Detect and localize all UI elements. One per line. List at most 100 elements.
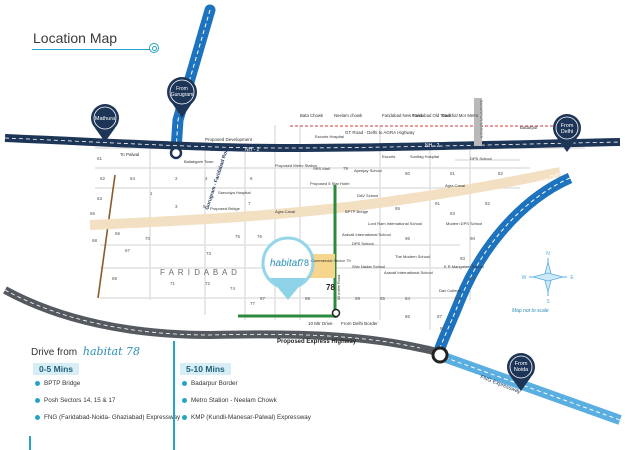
- svg-text:71: 71: [170, 281, 176, 286]
- svg-text:82: 82: [498, 171, 504, 176]
- svg-text:61: 61: [97, 156, 103, 161]
- drive-from-label: Drive from: [31, 347, 78, 358]
- place-modern-school: The Modern School: [395, 254, 430, 259]
- place-escorts: Escorts: [382, 154, 395, 159]
- place-aravali-bottom: Aravali International School: [384, 270, 433, 275]
- nh2-highway[interactable]: [4, 134, 621, 153]
- svg-text:From: From: [176, 86, 188, 92]
- habitat-78-pin[interactable]: habitat 78: [261, 236, 315, 300]
- place-dps-mid: DPS School: [352, 241, 374, 246]
- pin-mathura-label: Mathura: [95, 116, 116, 122]
- from-delhi-border-label: From Delhi Border: [341, 321, 378, 326]
- express-highway-label: Proposed Express Highway: [277, 339, 357, 345]
- svg-text:68: 68: [92, 238, 98, 243]
- svg-text:Noida: Noida: [514, 367, 529, 373]
- pin-from-gurugram[interactable]: From Gurugram: [167, 77, 197, 118]
- svg-text:5: 5: [203, 204, 206, 209]
- target-icon: [149, 43, 159, 53]
- place-kr-mangalam: K R Mangalam School: [444, 264, 484, 269]
- svg-text:4: 4: [205, 176, 208, 181]
- place-dps-top: DPS School: [470, 156, 492, 161]
- svg-text:From: From: [515, 361, 528, 367]
- svg-text:E: E: [570, 275, 574, 281]
- svg-text:88: 88: [455, 296, 461, 301]
- place-5-star-hotel: Proposed 5 Star Hotel: [310, 181, 349, 186]
- place-bptp-bridge: BPTP Bridge: [345, 209, 369, 214]
- svg-text:N: N: [546, 251, 550, 257]
- metro-badkhal-mor: Badkhal Mor Metro: [442, 113, 479, 118]
- place-aravali-top: Aravali International School: [342, 232, 391, 237]
- svg-text:99: 99: [355, 296, 361, 301]
- sector-numbers: 61 62 63 64 65 66 67 68 69 70 71 72 73 7…: [90, 156, 504, 331]
- place-commercial-sector: Commercial Sector 79: [311, 258, 351, 263]
- metro-bata-chowk: Bata Chowk: [300, 113, 324, 118]
- svg-text:64: 64: [130, 176, 136, 181]
- habitat-brand-number: 78: [299, 258, 309, 268]
- drive-from-heading: Drive from habitat 78: [31, 345, 140, 358]
- proposed-express-highway[interactable]: [3, 286, 446, 359]
- legend-item-bptp: BPTP Bridge: [34, 380, 81, 387]
- svg-text:93: 93: [460, 256, 466, 261]
- svg-text:98: 98: [305, 296, 311, 301]
- svg-text:6: 6: [250, 176, 253, 181]
- svg-text:69: 69: [112, 276, 118, 281]
- svg-text:97: 97: [260, 296, 266, 301]
- svg-text:91: 91: [435, 201, 441, 206]
- svg-text:66: 66: [115, 231, 121, 236]
- metro-faridabad-old-town: Faridabad Old Town: [412, 113, 451, 118]
- svg-text:81: 81: [450, 171, 456, 176]
- svg-text:76: 76: [257, 234, 263, 239]
- svg-text:1: 1: [150, 191, 153, 196]
- svg-text:62: 62: [100, 176, 106, 181]
- pin-mathura[interactable]: Mathura: [91, 104, 119, 142]
- scale-note: Map not to scale: [512, 308, 549, 314]
- place-apeejay: Apeejay School: [354, 168, 382, 173]
- city-label: F A R I D A B A D: [160, 268, 238, 277]
- svg-text:90: 90: [470, 236, 476, 241]
- pin-from-delhi-top[interactable]: From Delhi: [553, 114, 581, 152]
- svg-text:Delhi: Delhi: [561, 129, 574, 135]
- place-metro-station: Proposed Metro Station: [275, 163, 317, 168]
- badarpur-border-marker: [474, 98, 482, 146]
- svg-text:75: 75: [235, 234, 241, 239]
- svg-text:W: W: [522, 275, 527, 281]
- legend-item-fng: FNG (Faridabad-Noida- Ghaziabad) Express…: [34, 414, 181, 421]
- svg-text:70: 70: [145, 236, 151, 241]
- badarpur-border-label: BADARPUR BORDER: [479, 100, 483, 139]
- place-srs-mall: SRS Mall: [313, 166, 330, 171]
- place-sunflag: Sunflag Hospital: [410, 154, 439, 159]
- proposed-bridge-label: Proposed Bridge: [210, 206, 241, 211]
- metro-faridabad-new-town: Faridabad New Town: [382, 113, 423, 118]
- place-ballabgarh: Ballabgarh Town: [184, 159, 214, 164]
- svg-text:74: 74: [230, 286, 236, 291]
- legend-item-metro: Metro Station - Neelam Chowk: [182, 397, 277, 404]
- metro-neelam-chowk: Neelam chowk: [334, 113, 363, 118]
- page-title: Location Map: [33, 30, 118, 46]
- metro-badarpur: Badarpur: [520, 125, 538, 130]
- place-dav-college: Dav College: [439, 288, 462, 293]
- title-underline: [32, 49, 150, 50]
- pin-from-noida[interactable]: From Noida: [507, 353, 535, 391]
- svg-text:72: 72: [205, 281, 211, 286]
- junction-gurugram: [169, 146, 183, 160]
- left-accent-bar: [29, 436, 31, 450]
- place-sarvodya: Sarvodya Hospital: [218, 190, 251, 195]
- svg-text:Gurugram: Gurugram: [171, 92, 194, 98]
- nh2-label-right: NH - 2: [425, 143, 440, 149]
- svg-text:86: 86: [405, 314, 411, 319]
- place-modern-dps: Modern DPS School: [446, 221, 482, 226]
- svg-text:89: 89: [440, 326, 446, 331]
- habitat-brand-name: habitat: [270, 258, 301, 269]
- svg-text:2: 2: [175, 176, 178, 181]
- compass-icon: N S W E: [522, 251, 575, 305]
- svg-text:85: 85: [380, 296, 386, 301]
- metre-road-horizontal-label: 75 metre Road: [274, 311, 299, 315]
- svg-text:77: 77: [250, 301, 256, 306]
- svg-text:79: 79: [343, 166, 349, 171]
- palwal-road[interactable]: [97, 174, 116, 299]
- svg-text:83: 83: [450, 211, 456, 216]
- legend-item-kmp: KMP (Kundli-Manesar-Palwal) Expressway: [182, 414, 311, 421]
- place-lord-ram: Lord Ram International School: [368, 221, 422, 226]
- to-palwal-label: To Palwal: [120, 152, 139, 157]
